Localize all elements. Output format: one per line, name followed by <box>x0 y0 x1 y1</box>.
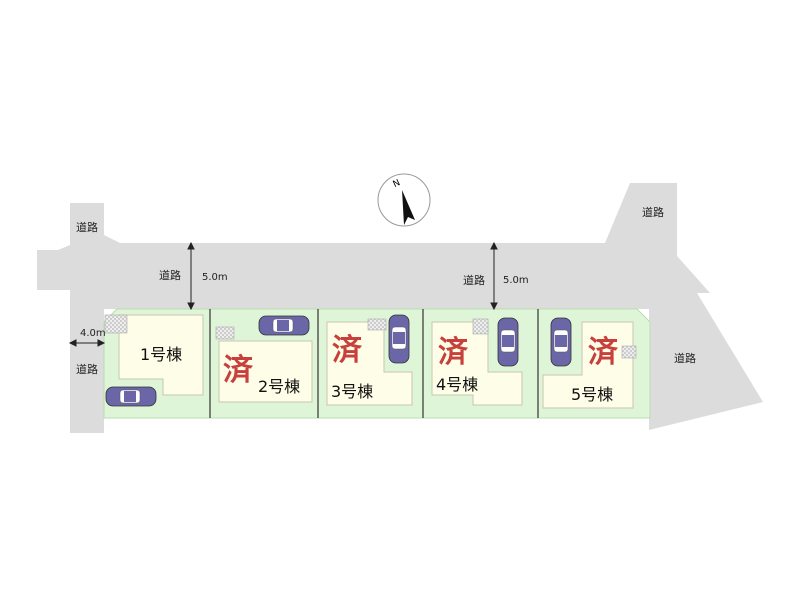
car-icon <box>258 315 310 336</box>
road-label-right: 道路 <box>674 351 696 365</box>
lot-label-5: 5号棟 <box>571 385 613 404</box>
road-label-top-left: 道路 <box>76 220 98 234</box>
utility-box-4 <box>472 318 489 335</box>
sold-mark-5: 済 <box>588 335 619 370</box>
building-4 <box>431 321 523 406</box>
car-icon <box>550 317 572 367</box>
building-2 <box>218 340 313 403</box>
building-1 <box>118 314 204 396</box>
lot-dividers <box>209 309 539 418</box>
road-label-left: 道路 <box>76 362 98 376</box>
north-compass-icon: N <box>377 173 431 227</box>
dimension-road-left: 5.0m <box>202 272 228 283</box>
road-area <box>37 183 763 433</box>
road-label-main: 道路 <box>159 268 181 282</box>
building-5 <box>542 321 634 409</box>
dimension-arrows <box>68 241 498 347</box>
dimension-side-road: 4.0m <box>80 328 106 339</box>
lot-label-1: 1号棟 <box>140 345 182 364</box>
utility-box-2 <box>215 326 235 340</box>
utility-box-3 <box>367 318 387 331</box>
sold-mark-2: 済 <box>223 353 254 388</box>
car-icon <box>105 386 157 407</box>
utility-box-1 <box>104 314 128 334</box>
compass-north-label: N <box>392 178 402 190</box>
dimension-road-right: 5.0m <box>503 275 529 286</box>
lot-label-4: 4号棟 <box>436 375 478 394</box>
car-icon <box>497 317 519 367</box>
car-icon <box>388 314 410 364</box>
lot-label-2: 2号棟 <box>258 377 300 396</box>
lot-label-3: 3号棟 <box>331 382 373 401</box>
road-label-top-right: 道路 <box>642 205 664 219</box>
sold-mark-4: 済 <box>438 335 469 370</box>
utility-box-5 <box>621 345 637 359</box>
sold-mark-3: 済 <box>332 333 363 368</box>
road-label-main-right: 道路 <box>463 273 485 287</box>
